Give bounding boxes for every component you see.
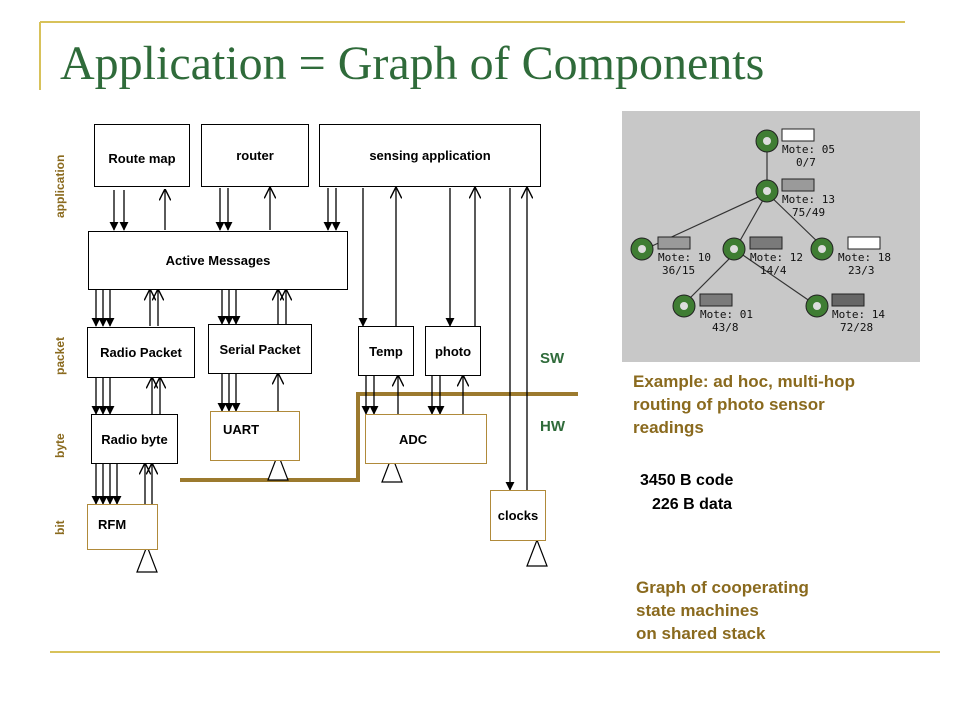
example-line: Example: ad hoc, multi-hop [633,372,855,391]
rfm-component: RFM [87,504,158,550]
example-caption: Example: ad hoc, multi-hop routing of ph… [633,370,855,439]
photo-label: photo [434,343,472,359]
hw-interrupt-triangle [526,538,548,567]
mote-value: 75/49 [792,206,825,219]
mote-value: 43/8 [712,321,739,334]
radio-byte-label: Radio byte [101,431,168,447]
network-topology-screenshot: Mote: 05 0/7 Mote: 13 75/49 Mote: 10 36/… [622,111,920,362]
code-size: 3450 B code [640,472,734,489]
sensing-application-label: sensing application [369,148,491,163]
radio-byte-component: Radio byte [91,414,178,464]
router-component: router [201,124,309,187]
hw-label: HW [540,418,565,435]
adc-label: ADC [399,431,428,447]
rfm-label: RFM [98,517,127,532]
mote-label: Mote: 05 [782,143,835,156]
mote-value: 23/3 [848,264,875,277]
mote-value: 36/15 [662,264,695,277]
mote-node-icon [755,128,815,153]
active-messages-component: Active Messages [88,231,348,290]
route-map-component: Route map [94,124,190,187]
example-line: readings [633,418,704,437]
mote-node-icon [755,178,815,203]
router-label: router [236,148,274,163]
network-topology-graph: Mote: 05 0/7 Mote: 13 75/49 Mote: 10 36/… [630,128,891,334]
temp-label: Temp [369,343,403,359]
uart-component: UART [210,411,300,461]
temp-component: Temp [358,326,414,376]
active-messages-label: Active Messages [165,253,271,268]
serial-packet-label: Serial Packet [219,341,301,357]
mote-label: Mote: 12 [750,251,803,264]
mote-node-icon [810,236,881,261]
hw-interrupt-triangle [136,544,158,573]
summary-line: Graph of cooperating [636,578,809,597]
mote-node-icon [630,236,691,261]
data-size: 226 B data [652,496,733,513]
mote-value: 14/4 [760,264,787,277]
serial-packet-component: Serial Packet [208,324,312,374]
mote-node-icon [805,293,865,318]
radio-packet-component: Radio Packet [87,327,195,378]
clocks-label: clocks [497,508,539,523]
summary-caption: Graph of cooperating state machines on s… [636,576,809,645]
mote-label: Mote: 14 [832,308,885,321]
mote-label: Mote: 13 [782,193,835,206]
hw-interrupt-triangle [381,454,403,483]
adc-component: ADC [365,414,487,464]
example-line: routing of photo sensor [633,395,825,414]
sw-label: SW [540,350,565,367]
mote-label: Mote: 01 [700,308,753,321]
summary-line: on shared stack [636,624,766,643]
mote-node-icon [722,236,783,261]
mote-label: Mote: 10 [658,251,711,264]
radio-packet-label: Radio Packet [100,345,182,360]
photo-component: photo [425,326,481,376]
mote-node-icon [672,293,733,318]
mote-value: 0/7 [796,156,816,169]
hw-interrupt-triangle [267,452,289,481]
clocks-component: clocks [490,490,546,541]
sensing-application-component: sensing application [319,124,541,187]
uart-label: UART [223,422,260,437]
mote-value: 72/28 [840,321,873,334]
mote-label: Mote: 18 [838,251,891,264]
slide-title: Application = Graph of Components [60,37,765,90]
summary-line: state machines [636,601,759,620]
route-map-label: Route map [108,151,176,166]
